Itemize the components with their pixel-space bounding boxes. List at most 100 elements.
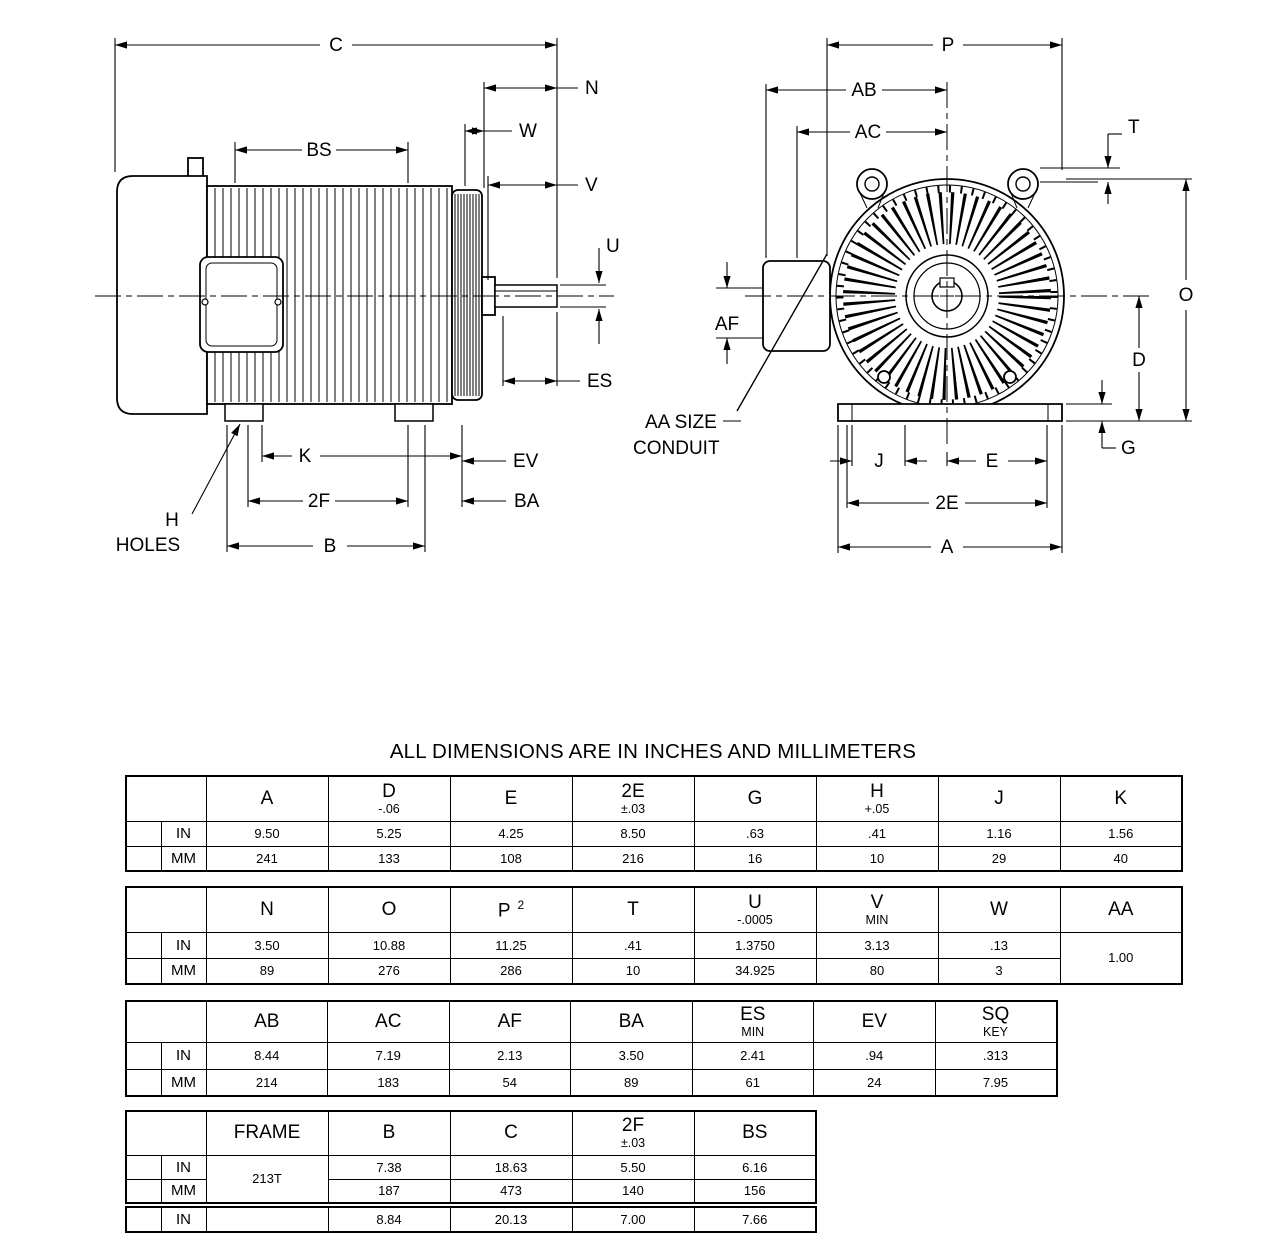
col-header-2e: 2E±.03 xyxy=(571,775,695,822)
dim-o xyxy=(1066,178,1192,422)
value-cell: 34.925 xyxy=(693,957,817,985)
dim-label-n: N xyxy=(585,78,599,99)
value-cell: 10.88 xyxy=(327,931,451,959)
dim-label-j: J xyxy=(874,451,884,472)
col-header-j: J xyxy=(937,775,1061,822)
conduit-label: CONDUIT xyxy=(633,438,720,459)
dim-p xyxy=(826,38,1063,256)
value-cell: 3 xyxy=(937,957,1061,985)
value-cell: 3.13 xyxy=(815,931,939,959)
dim-label-2e: 2E xyxy=(935,493,958,514)
col-header-2f: 2F±.03 xyxy=(571,1110,695,1156)
dim-label-ev: EV xyxy=(513,451,539,472)
value-cell: 18.63 xyxy=(449,1154,573,1180)
dim-v xyxy=(487,176,578,280)
centerlines-front xyxy=(745,82,1152,448)
value-cell: 241 xyxy=(205,845,329,872)
dimension-table-4-continued: IN 8.84 20.13 7.00 7.66 xyxy=(125,1206,817,1233)
dim-u xyxy=(560,248,606,344)
col-header-ac: AC xyxy=(327,1000,450,1043)
value-cell: 4.25 xyxy=(449,820,573,847)
value-cell: 8.50 xyxy=(571,820,695,847)
dimension-table-4: FRAME B C 2F±.03 BS IN 213T 7.38 18.63 5… xyxy=(125,1110,817,1204)
value-cell: .41 xyxy=(571,931,695,959)
corner-cell xyxy=(125,775,207,822)
value-cell: .13 xyxy=(937,931,1061,959)
value-cell: .313 xyxy=(934,1041,1057,1070)
spacer-cell xyxy=(125,820,162,847)
motor-side-view: C N BS W V U ES EV BA K 2F B H HOLES xyxy=(95,35,620,557)
col-header-n: N xyxy=(205,886,329,933)
value-cell: 10 xyxy=(815,845,939,872)
value-cell: 276 xyxy=(327,957,451,985)
value-cell: 6.16 xyxy=(693,1154,817,1180)
dim-label-g: G xyxy=(1121,438,1136,459)
spacer-cell xyxy=(125,1041,162,1070)
value-cell: 10 xyxy=(571,957,695,985)
dim-label-c: C xyxy=(329,35,343,56)
spacer-cell xyxy=(125,957,162,985)
value-cell: 7.00 xyxy=(571,1206,695,1233)
value-cell: 5.50 xyxy=(571,1154,695,1180)
spacer-cell xyxy=(125,1068,162,1097)
col-header-e: E xyxy=(449,775,573,822)
conduit-box-side xyxy=(199,256,284,353)
unit-label: MM xyxy=(160,957,207,985)
dim-label-k: K xyxy=(299,446,312,467)
dim-n xyxy=(483,82,578,188)
unit-label: IN xyxy=(160,931,207,959)
lifting-lug-side xyxy=(187,157,204,179)
col-header-g: G xyxy=(693,775,817,822)
dim-label-es: ES xyxy=(587,371,612,392)
dim-label-holes: HOLES xyxy=(116,535,180,556)
col-header-u: U-.0005 xyxy=(693,886,817,933)
frame-cell xyxy=(205,1206,329,1233)
value-cell: 7.95 xyxy=(934,1068,1057,1097)
dimension-table-1: A D-.06 E 2E±.03 G H+.05 J K IN 9.50 5.2… xyxy=(125,775,1183,872)
dim-label-af: AF xyxy=(715,314,739,335)
dim-label-bs: BS xyxy=(306,140,331,161)
value-cell: 2.41 xyxy=(691,1041,814,1070)
aa-size-label: AA SIZE xyxy=(645,412,717,433)
dim-label-o: O xyxy=(1179,285,1194,306)
value-cell: 29 xyxy=(937,845,1061,872)
end-bell-fins xyxy=(454,194,480,396)
col-header-ba: BA xyxy=(570,1000,693,1043)
spacer-cell xyxy=(125,1206,162,1233)
bolt-right xyxy=(1003,370,1017,384)
unit-label: IN xyxy=(160,1206,207,1233)
value-cell: 1.3750 xyxy=(693,931,817,959)
value-cell: 2.13 xyxy=(448,1041,571,1070)
spacer-cell xyxy=(125,1178,162,1204)
dim-b xyxy=(226,425,426,552)
value-cell: 3.50 xyxy=(205,931,329,959)
dim-2e xyxy=(846,425,1047,508)
dim-label-b: B xyxy=(324,536,337,557)
dim-label-ba: BA xyxy=(514,491,540,512)
dim-bs xyxy=(234,142,409,183)
dim-label-t: T xyxy=(1128,117,1140,138)
value-cell: 61 xyxy=(691,1068,814,1097)
dim-ev xyxy=(461,425,506,507)
col-header-frame: FRAME xyxy=(205,1110,329,1156)
value-cell: 286 xyxy=(449,957,573,985)
dim-label-p: P xyxy=(942,35,955,56)
unit-label: MM xyxy=(160,1178,207,1204)
col-header-h: H+.05 xyxy=(815,775,939,822)
dim-t xyxy=(1040,133,1122,204)
value-cell: 16 xyxy=(693,845,817,872)
value-cell: 89 xyxy=(570,1068,693,1097)
dim-label-v: V xyxy=(585,175,598,196)
base-front xyxy=(837,403,1063,422)
mounting-feet-side xyxy=(224,403,434,422)
col-header-bs: BS xyxy=(693,1110,817,1156)
value-cell: 473 xyxy=(449,1178,573,1204)
col-header-d: D-.06 xyxy=(327,775,451,822)
value-cell: 8.44 xyxy=(205,1041,328,1070)
value-cell: 133 xyxy=(327,845,451,872)
fan-cover-side xyxy=(116,175,208,415)
